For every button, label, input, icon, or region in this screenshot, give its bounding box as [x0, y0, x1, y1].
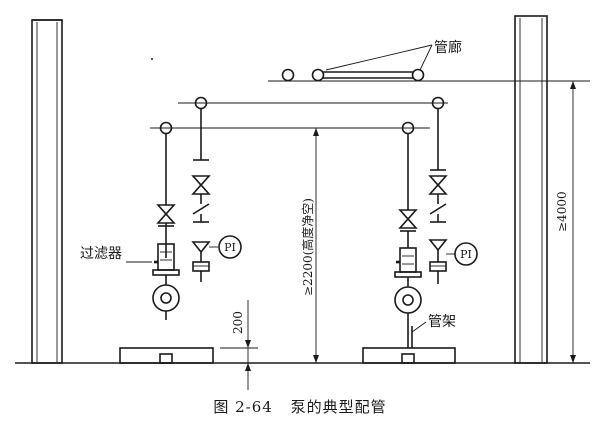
base-clearance-text: 200	[231, 311, 245, 334]
top-rack-pipe	[323, 71, 413, 79]
base-clearance-dimension: 200	[220, 300, 258, 390]
pipe-rack-lines	[150, 80, 590, 129]
rack-height-dimension: ≥4000	[555, 81, 576, 363]
pipe-support-label: 管架	[428, 314, 456, 330]
left-pi-label: PI	[224, 241, 236, 254]
rack-pipes	[159, 68, 445, 135]
clearance-dimension-text: ≥2200(高度净空)	[300, 198, 315, 296]
right-pi-label: PI	[460, 248, 472, 261]
figure-number: 图 2-64	[213, 398, 273, 416]
figure-caption: 图 2-64 泵的典型配管	[0, 396, 600, 417]
pipe-rack-label: 管廊	[434, 39, 462, 56]
right-column	[514, 15, 548, 364]
filter-label: 过滤器	[80, 246, 122, 262]
right-pump-assembly: PI	[362, 109, 478, 364]
rack-height-dimension-text: ≥4000	[555, 191, 569, 232]
left-column	[31, 19, 63, 364]
clearance-dimension: ≥2200(高度净空)	[300, 128, 319, 363]
figure-title: 泵的典型配管	[290, 398, 387, 416]
pipe-rack-leaders: 管廊	[325, 39, 462, 71]
left-pump-assembly: PI	[119, 109, 242, 364]
